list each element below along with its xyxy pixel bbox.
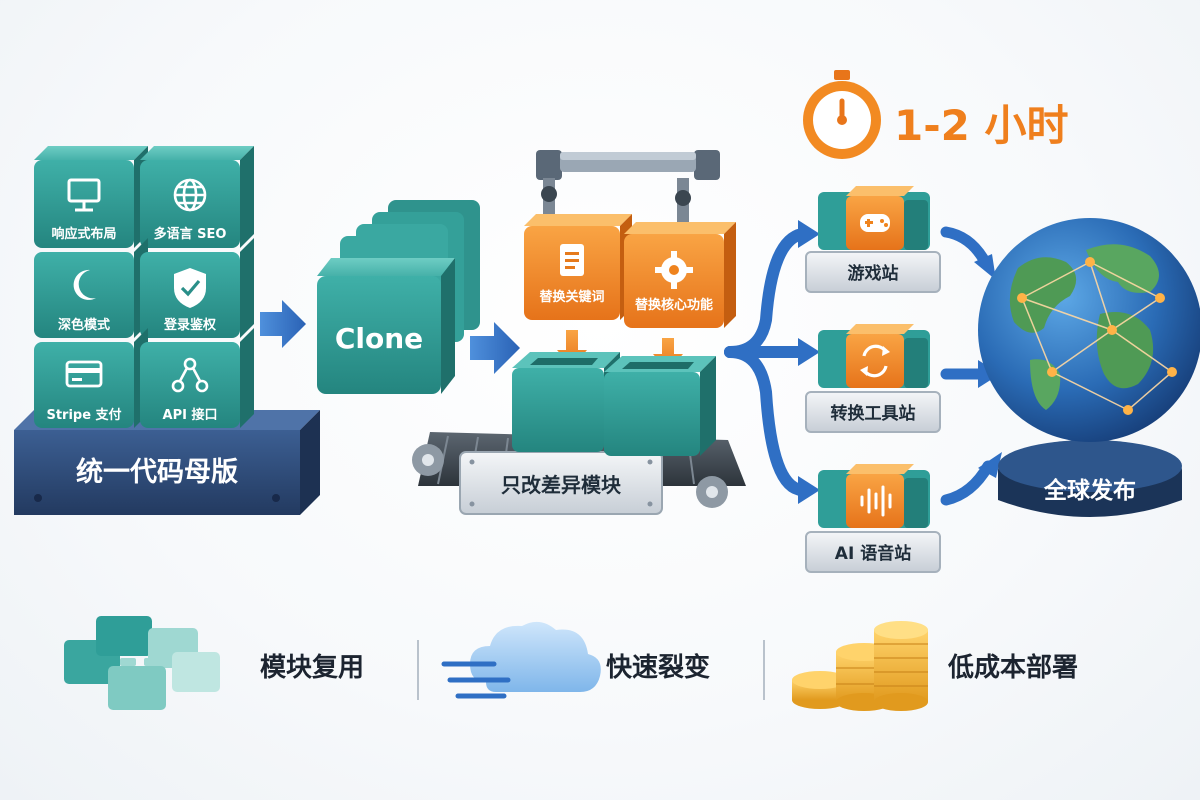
slot-block-2: [604, 356, 716, 456]
master-module-label: 多语言 SEO: [154, 226, 227, 242]
clone-stack: Clone: [317, 200, 480, 394]
clone-label: Clone: [335, 322, 423, 355]
document-icon: [560, 244, 584, 276]
site-label: AI 语音站: [835, 543, 911, 564]
master-stack: 统一代码母版 响应式布局 多语言 SE: [14, 146, 320, 515]
benefit-reuse: 模块复用: [64, 616, 364, 710]
replace-keywords-label: 替换关键词: [539, 289, 604, 305]
site-stack-convert: 转换工具站: [805, 324, 941, 433]
arrow-down-features: [653, 338, 683, 372]
globe-network-icon: [978, 218, 1200, 442]
benefit-label: 快速裂变: [606, 652, 710, 683]
site-stack-voice: AI 语音站: [805, 464, 941, 573]
timer-text: 1-2 小时: [894, 101, 1069, 150]
master-module-1: 多语言 SEO: [140, 146, 254, 248]
share-nodes-icon: [171, 357, 209, 393]
master-module-label: Stripe 支付: [46, 407, 121, 423]
master-module-label: 登录鉴权: [163, 317, 217, 333]
gamepad-icon: [860, 214, 890, 232]
arrow-master-to-clone: [260, 300, 306, 348]
moon-icon: [73, 269, 96, 300]
slot-block-1: [512, 352, 620, 452]
gear-icon: [655, 251, 693, 289]
master-module-0: 响应式布局: [34, 146, 148, 248]
monitor-icon: [67, 178, 101, 212]
benefit-split: 快速裂变: [441, 621, 710, 699]
benefit-label: 低成本部署: [947, 653, 1078, 683]
replace-features-label: 替换核心功能: [635, 297, 713, 313]
master-module-4: Stripe 支付: [34, 328, 148, 428]
master-module-label: API 接口: [163, 407, 218, 423]
fast-cloud-icon: [441, 621, 601, 699]
site-label: 游戏站: [848, 263, 899, 284]
replace-keywords-block: 替换关键词: [524, 214, 632, 320]
master-module-2: 深色模式: [34, 238, 148, 338]
benefit-lowcost: 低成本部署: [792, 621, 1078, 711]
master-base-label: 统一代码母版: [76, 456, 238, 488]
conveyor-label: 只改差异模块: [501, 473, 622, 497]
globe-label: 全球发布: [1043, 477, 1136, 504]
site-label: 转换工具站: [831, 403, 916, 424]
fork-arrows: [724, 228, 808, 496]
timer: 1-2 小时: [803, 70, 1069, 159]
globe-icon: [173, 178, 207, 212]
fork-arrowheads: [798, 220, 820, 504]
robot-arm: [536, 150, 720, 236]
master-module-label: 响应式布局: [51, 226, 116, 242]
stopwatch-icon: [803, 70, 881, 159]
credit-card-icon: [65, 360, 103, 388]
site-stack-game: 游戏站: [805, 186, 941, 293]
shield-check-icon: [174, 268, 206, 308]
coins-icon: [792, 621, 928, 711]
master-module-label: 深色模式: [58, 317, 110, 333]
master-module-5: API 接口: [140, 328, 254, 428]
globe: 全球发布: [978, 218, 1200, 517]
sound-wave-icon: [860, 485, 892, 517]
blocks-icon: [64, 616, 220, 710]
benefit-label: 模块复用: [260, 653, 364, 683]
master-module-3: 登录鉴权: [140, 238, 254, 338]
arrow-clone-to-assembly: [470, 322, 520, 374]
replace-features-block: 替换核心功能: [624, 222, 736, 328]
